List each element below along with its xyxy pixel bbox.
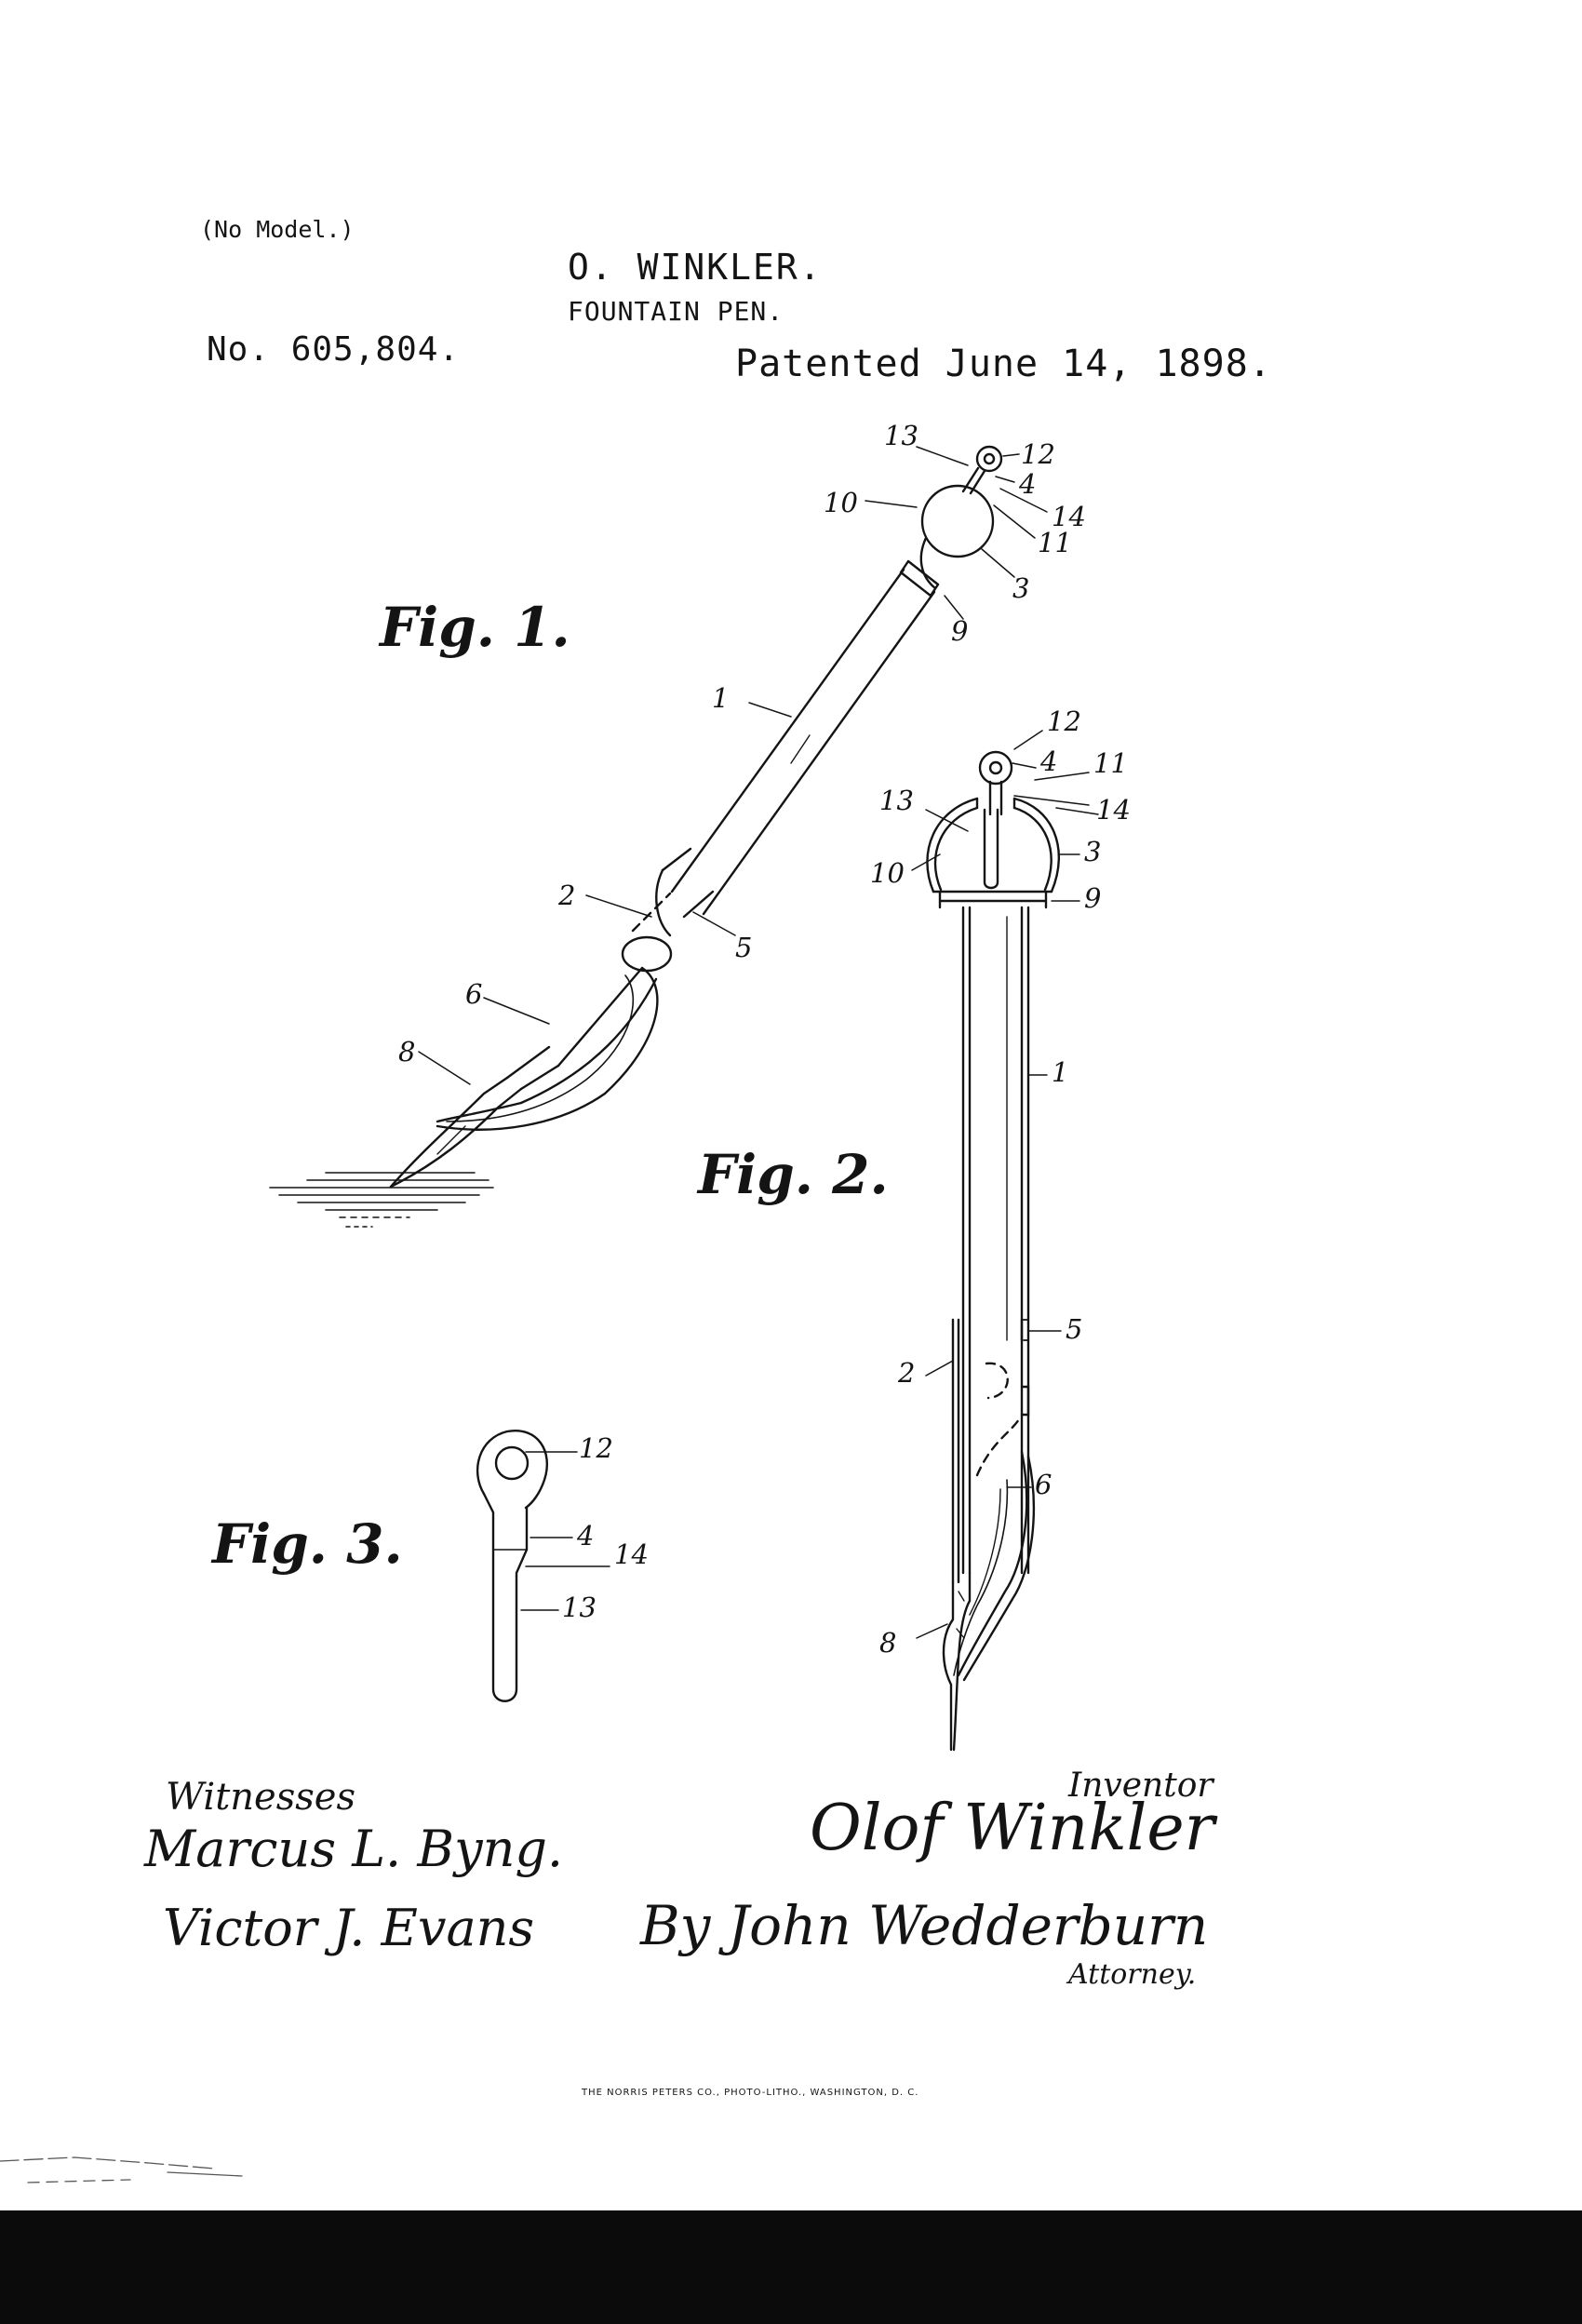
ref-fig1-6: 6 — [465, 978, 482, 1010]
inventor-signature: Olof Winkler — [810, 1792, 1215, 1865]
ref-fig1-10: 10 — [824, 487, 858, 518]
fig1-label: Fig. 1. — [380, 596, 570, 659]
ref-fig3-14: 14 — [614, 1538, 649, 1570]
ref-fig2-10: 10 — [870, 857, 905, 889]
ref-fig2-11: 11 — [1093, 747, 1128, 779]
ref-fig1-9: 9 — [951, 615, 968, 647]
patent-date: Patented June 14, 1898. — [735, 343, 1272, 385]
witnesses-label: Witnesses — [166, 1776, 355, 1819]
witness-signature-2: Victor J. Evans — [163, 1899, 535, 1957]
printer-credit: THE NORRIS PETERS CO., PHOTO-LITHO., WAS… — [582, 2088, 919, 2098]
patent-title: FOUNTAIN PEN. — [568, 296, 784, 327]
attorney-label: Attorney. — [1068, 1958, 1197, 1991]
ref-fig2-14: 14 — [1096, 794, 1131, 826]
fig3-label: Fig. 3. — [212, 1512, 403, 1576]
fig2-drawing — [911, 730, 1099, 1752]
ref-fig2-6: 6 — [1035, 1469, 1052, 1500]
witness-signature-1: Marcus L. Byng. — [144, 1820, 564, 1878]
ref-fig3-13: 13 — [562, 1592, 597, 1623]
ref-fig2-4: 4 — [1039, 746, 1057, 777]
ref-fig1-2: 2 — [557, 880, 575, 911]
fig1-drawing — [269, 445, 1048, 1228]
ref-fig3-12: 12 — [579, 1432, 613, 1464]
ref-fig2-5: 5 — [1066, 1313, 1082, 1345]
ref-fig1-5: 5 — [735, 932, 752, 963]
ref-fig1-3: 3 — [1012, 572, 1029, 604]
inventor-name-header: O. WINKLER. — [568, 247, 823, 288]
fig2-label: Fig. 2. — [698, 1143, 889, 1206]
ref-fig1-11: 11 — [1038, 527, 1072, 558]
ref-fig2-2: 2 — [897, 1357, 915, 1389]
ref-fig2-3: 3 — [1084, 836, 1101, 867]
attorney-signature: By John Wedderburn — [640, 1894, 1209, 1957]
scan-edge-bar — [0, 2210, 1582, 2324]
ref-fig2-1: 1 — [1052, 1056, 1068, 1088]
ref-fig2-12: 12 — [1047, 705, 1081, 737]
fig3-drawing — [476, 1429, 610, 1702]
inventor-label: Inventor — [1068, 1767, 1213, 1805]
ref-fig1-1: 1 — [712, 682, 729, 714]
ref-fig1-4: 4 — [1018, 468, 1036, 500]
ref-fig1-8: 8 — [398, 1036, 415, 1068]
ref-fig1-12: 12 — [1021, 438, 1055, 470]
ref-fig2-8: 8 — [879, 1627, 896, 1659]
ref-fig1-14: 14 — [1052, 501, 1086, 532]
ref-fig1-13: 13 — [884, 420, 918, 451]
ref-fig2-13: 13 — [879, 785, 914, 816]
ref-fig2-9: 9 — [1084, 882, 1101, 914]
no-model-note: (No Model.) — [200, 216, 355, 243]
patent-number: No. 605,804. — [207, 330, 461, 369]
ref-fig3-4: 4 — [576, 1520, 594, 1552]
